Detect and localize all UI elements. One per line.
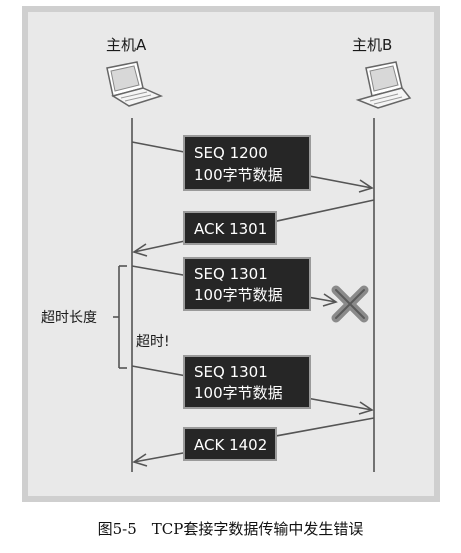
- packet-box-ack-1301: ACK 1301: [183, 211, 277, 245]
- timeout-bracket: [113, 265, 127, 369]
- packet-box-ack-1402: ACK 1402: [183, 427, 277, 461]
- laptop-icon: [355, 61, 412, 109]
- packet-box-seq-1301-retransmit: SEQ 1301 100字节数据: [183, 355, 311, 409]
- packet-ack-label: ACK 1402: [194, 436, 267, 454]
- timeout-label: 超时!: [136, 334, 170, 350]
- packet-box-seq-1200: SEQ 1200 100字节数据: [183, 135, 311, 191]
- packet-ack-label: ACK 1301: [194, 220, 267, 238]
- timeout-length-label: 超时长度: [41, 310, 97, 326]
- host-b-label: 主机B: [352, 36, 392, 54]
- figure-caption: 图5-5 TCP套接字数据传输中发生错误: [97, 520, 364, 538]
- laptop-icon: [106, 61, 164, 107]
- lost-packet-x-icon: [331, 285, 369, 323]
- packet-data-label: 100字节数据: [194, 166, 283, 184]
- packet-seq-label: SEQ 1301: [194, 363, 268, 381]
- packet-data-label: 100字节数据: [194, 286, 283, 304]
- host-a-label: 主机A: [106, 36, 147, 54]
- packet-box-seq-1301: SEQ 1301 100字节数据: [183, 257, 311, 311]
- packet-data-label: 100字节数据: [194, 384, 283, 402]
- packet-seq-label: SEQ 1301: [194, 265, 268, 283]
- packet-seq-label: SEQ 1200: [194, 144, 268, 162]
